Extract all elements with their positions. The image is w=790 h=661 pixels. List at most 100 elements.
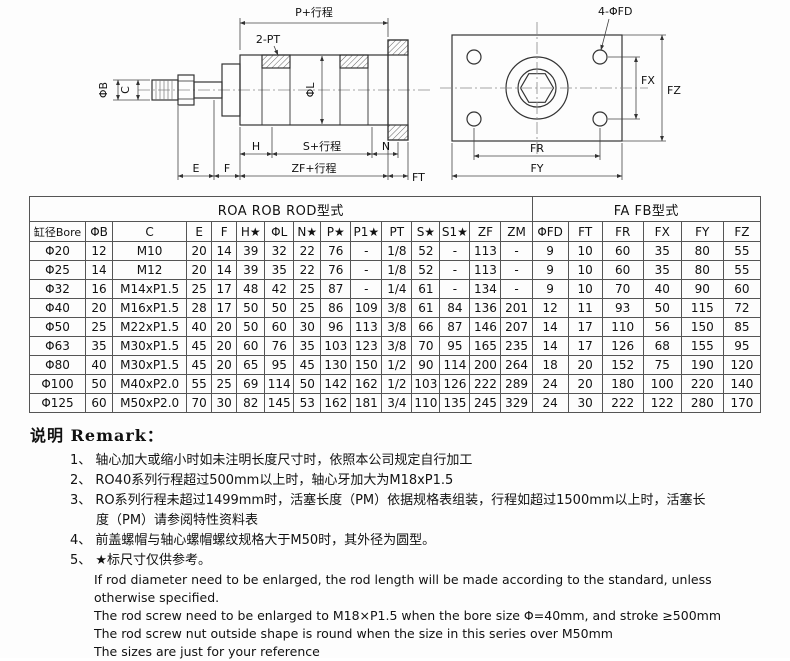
remarks-title-cn: 说明 xyxy=(30,426,65,445)
dim-label-4fd: 4-ΦFD xyxy=(598,5,632,18)
column-header: FR xyxy=(601,221,644,242)
remarks-section: 说明 Remark： 1、 轴心加大或缩小时如未注明长度尺寸时，依照本公司规定自… xyxy=(0,413,790,661)
remark-item-cn: 4、 前盖螺帽与轴心螺帽螺纹规格大于M50时，其外径为圆型。 xyxy=(70,533,436,548)
dimension-value-cell: 22 xyxy=(293,260,322,280)
column-header: ΦL xyxy=(264,221,295,242)
dim-label-fr: FR xyxy=(530,142,544,155)
dimension-value-cell: 48 xyxy=(236,279,266,299)
column-header: F xyxy=(211,221,238,242)
dimension-value-cell: 20 xyxy=(211,336,238,356)
dimension-value-cell: 20 xyxy=(567,355,603,375)
dimension-value-cell: M22xP1.5 xyxy=(112,317,188,337)
bore-size-cell: Φ32 xyxy=(28,279,87,299)
dim-label-2pt: 2-PT xyxy=(256,33,281,46)
dimension-value-cell: 123 xyxy=(350,336,383,356)
bore-size-cell: Φ100 xyxy=(28,374,87,394)
dimension-value-cell: 40 xyxy=(85,355,114,375)
dimension-value-cell: 201 xyxy=(500,298,533,318)
dimension-value-cell: 70 xyxy=(186,393,213,413)
dimension-value-cell: 40 xyxy=(642,279,682,299)
dimension-value-cell: 14 xyxy=(531,317,569,337)
dimension-value-cell: 95 xyxy=(439,336,471,356)
dimension-value-cell: 35 xyxy=(264,260,295,280)
dimension-value-cell: 70 xyxy=(411,336,441,356)
port-front xyxy=(261,54,291,69)
dimension-value-cell: 17 xyxy=(567,336,603,356)
remarks-en-list: If rod diameter need to be enlarged, the… xyxy=(30,571,760,661)
dimension-value-cell: 60 xyxy=(85,393,114,413)
dimension-value-cell: 162 xyxy=(320,393,352,413)
dimension-value-cell: 181 xyxy=(350,393,383,413)
dimension-value-cell: 45 xyxy=(186,355,213,375)
dimension-value-cell: 50 xyxy=(264,298,295,318)
dimension-value-cell: 140 xyxy=(722,374,762,394)
dimension-value-cell: 170 xyxy=(722,393,762,413)
column-header: ΦB xyxy=(85,221,114,242)
dim-label-c: C xyxy=(119,86,132,94)
bolt-hole xyxy=(466,49,482,65)
dimension-value-cell: 126 xyxy=(439,374,471,394)
dim-label-fz: FZ xyxy=(667,84,681,97)
dimension-value-cell: 115 xyxy=(680,298,724,318)
dimension-value-cell: 150 xyxy=(350,355,383,375)
dimension-value-cell: 110 xyxy=(411,393,441,413)
dim-label-f: F xyxy=(224,162,230,175)
dimension-value-cell: - xyxy=(500,241,533,261)
dimension-value-cell: 76 xyxy=(320,241,352,261)
thread-lines xyxy=(155,80,173,100)
dimension-value-cell: 136 xyxy=(469,298,502,318)
dimension-value-cell: 3/4 xyxy=(381,393,413,413)
dimension-value-cell: - xyxy=(350,260,383,280)
dim-label-e: E xyxy=(193,162,200,175)
bore-size-cell: Φ63 xyxy=(28,336,87,356)
dimension-value-cell: 1/4 xyxy=(381,279,413,299)
dimension-value-cell: 95 xyxy=(264,355,295,375)
dimension-value-cell: 109 xyxy=(350,298,383,318)
dimension-value-cell: 30 xyxy=(211,393,238,413)
dimension-value-cell: 20 xyxy=(211,355,238,375)
column-header: ZF xyxy=(469,221,502,242)
dimension-value-cell: 245 xyxy=(469,393,502,413)
dimension-value-cell: - xyxy=(500,260,533,280)
dimension-value-cell: 60 xyxy=(236,336,266,356)
dimension-value-cell: M30xP1.5 xyxy=(112,336,188,356)
dimension-value-cell: 55 xyxy=(722,241,762,261)
dim-label-phib: ΦB xyxy=(97,82,110,98)
dimension-value-cell: 17 xyxy=(567,317,603,337)
dimension-value-cell: 16 xyxy=(85,279,114,299)
dimension-value-cell: 110 xyxy=(601,317,644,337)
dimension-value-cell: 45 xyxy=(186,336,213,356)
dimension-value-cell: 9 xyxy=(531,279,569,299)
bolt-hole xyxy=(592,49,608,65)
dimension-value-cell: 25 xyxy=(293,298,322,318)
dimension-value-cell: 61 xyxy=(411,298,441,318)
cylinder-side-view xyxy=(138,39,430,141)
remarks-title-en: Remark： xyxy=(70,426,164,445)
dimension-value-cell: 82 xyxy=(236,393,266,413)
dim-label-zf-stroke: ZF+行程 xyxy=(291,162,336,175)
dimension-value-cell: 10 xyxy=(567,279,603,299)
dimension-value-cell: 1/8 xyxy=(381,241,413,261)
dimension-value-cell: 100 xyxy=(642,374,682,394)
column-header: P★ xyxy=(320,221,352,242)
dimension-value-cell: 32 xyxy=(264,241,295,261)
column-header: PT xyxy=(381,221,413,242)
dimension-value-cell: 126 xyxy=(601,336,644,356)
bore-size-cell: Φ80 xyxy=(28,355,87,375)
dim-label-p-stroke: P+行程 xyxy=(295,6,333,19)
dim-label-ft: FT xyxy=(412,171,425,184)
dimension-value-cell: 50 xyxy=(236,317,266,337)
dimension-value-cell: 72 xyxy=(722,298,762,318)
dimension-value-cell: 52 xyxy=(411,241,441,261)
technical-drawing: P+行程 2-PT 4-ΦFD ΦB C ΦL H S+行程 N E F ZF+… xyxy=(97,5,681,184)
dimension-value-cell: 30 xyxy=(567,393,603,413)
dimension-value-cell: 155 xyxy=(680,336,724,356)
dimension-value-cell: 114 xyxy=(264,374,295,394)
dimension-value-cell: 103 xyxy=(320,336,352,356)
dimension-value-cell: 22 xyxy=(293,241,322,261)
dimension-value-cell: 150 xyxy=(680,317,724,337)
dimension-value-cell: M30xP1.5 xyxy=(112,355,188,375)
dimension-value-cell: 50 xyxy=(85,374,114,394)
dimension-value-cell: 87 xyxy=(439,317,471,337)
